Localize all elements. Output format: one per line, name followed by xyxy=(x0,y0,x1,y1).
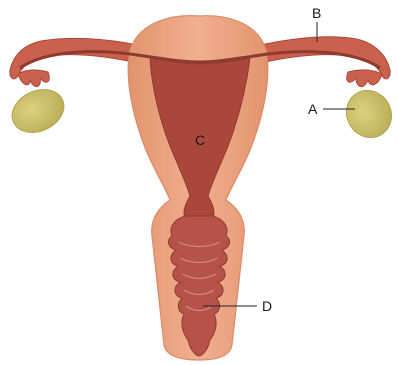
ovary-right xyxy=(338,82,398,146)
fimbriae-left xyxy=(18,70,49,87)
label-a: A xyxy=(308,101,318,117)
ovary-left xyxy=(5,81,71,140)
label-d: D xyxy=(262,298,272,314)
label-c: C xyxy=(195,132,205,148)
label-b: B xyxy=(312,5,321,21)
fimbriae-right xyxy=(347,70,382,87)
